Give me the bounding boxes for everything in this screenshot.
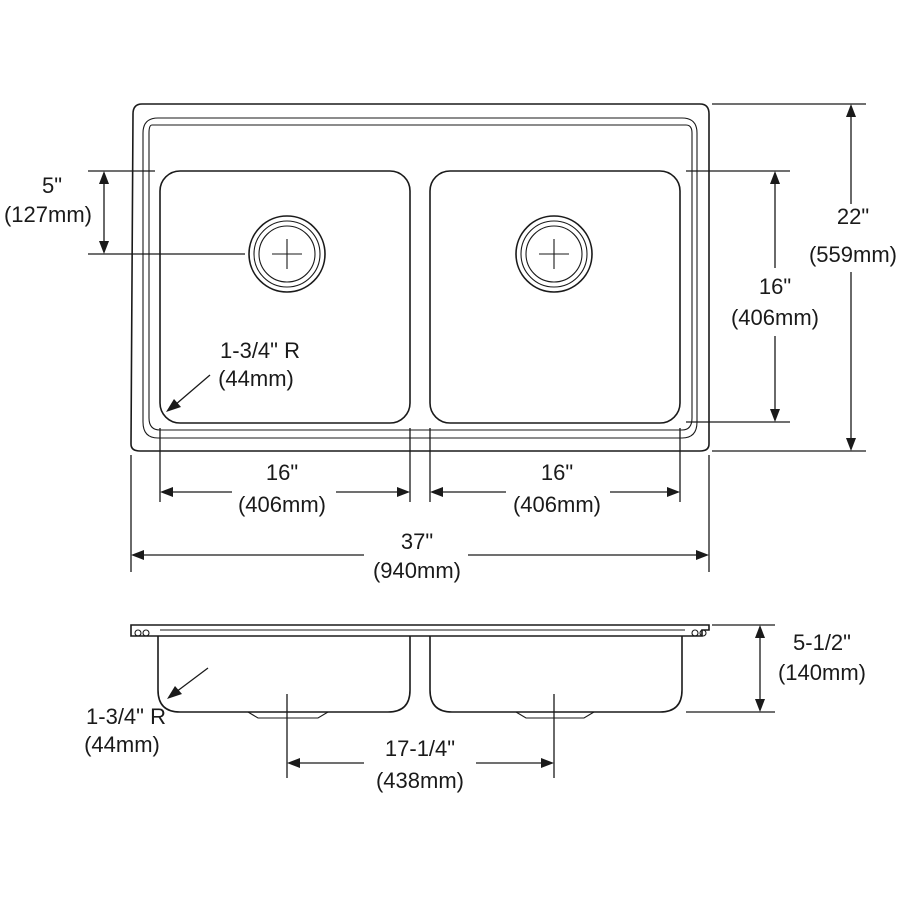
bowl-height-inch-label: 5-1/2" [793,630,851,655]
bowl-offset-inch-label: 5" [42,173,62,198]
bowl-offset-dimension: 5" (127mm) [4,170,245,255]
overall-width-dimension: 37" (940mm) [131,526,709,586]
top-corner-radius-callout: 1-3/4" R (44mm) [166,338,300,412]
top-view: 5" (127mm) 22" (559mm) 16" (406mm) [4,103,900,586]
overall-width-mm-label: (940mm) [373,558,461,583]
bowl-offset-mm-label: (127mm) [4,202,92,227]
side-corner-radius-callout: 1-3/4" R (44mm) [84,667,209,757]
side-left-bowl [157,636,411,713]
overall-depth-dimension: 22" (559mm) [712,103,900,452]
overall-depth-mm-label: (559mm) [809,242,897,267]
overall-width-inch-label: 37" [401,529,433,554]
left-bowl-width-mm-label: (406mm) [238,492,326,517]
sink-rim-ledge [148,124,693,431]
side-mounting-clip-icon [134,629,707,637]
top-radius-mm-label: (44mm) [218,366,294,391]
bowl-depth-inch-label: 16" [759,274,791,299]
side-view: 5-1/2" (140mm) 1-3/4" R (44mm) 17-1/4" (… [84,624,866,796]
right-bowl-width-mm-label: (406mm) [513,492,601,517]
side-right-bowl [429,636,683,713]
drain-spacing-mm-label: (438mm) [376,768,464,793]
side-radius-inch-label: 1-3/4" R [86,704,166,729]
bowl-depth-mm-label: (406mm) [731,305,819,330]
overall-depth-inch-label: 22" [837,204,869,229]
right-bowl [429,170,681,424]
left-bowl-width-dimension: 16" (406mm) [160,460,410,520]
bowl-height-dimension: 5-1/2" (140mm) [686,624,866,713]
sink-inner-rim [142,117,698,439]
right-bowl-width-inch-label: 16" [541,460,573,485]
left-bowl-width-inch-label: 16" [266,460,298,485]
side-radius-mm-label: (44mm) [84,732,160,757]
bowl-height-mm-label: (140mm) [778,660,866,685]
drain-spacing-inch-label: 17-1/4" [385,736,455,761]
bowl-depth-dimension: 16" (406mm) [686,170,828,423]
right-drain-icon [515,215,593,293]
left-bowl [159,170,411,424]
side-right-drain [515,711,595,719]
drain-spacing-dimension: 17-1/4" (438mm) [286,694,555,796]
left-drain-icon [248,215,326,293]
sink-outer-rim [130,103,710,452]
right-bowl-width-dimension: 16" (406mm) [430,460,680,520]
top-radius-inch-label: 1-3/4" R [220,338,300,363]
side-left-drain [247,711,329,719]
